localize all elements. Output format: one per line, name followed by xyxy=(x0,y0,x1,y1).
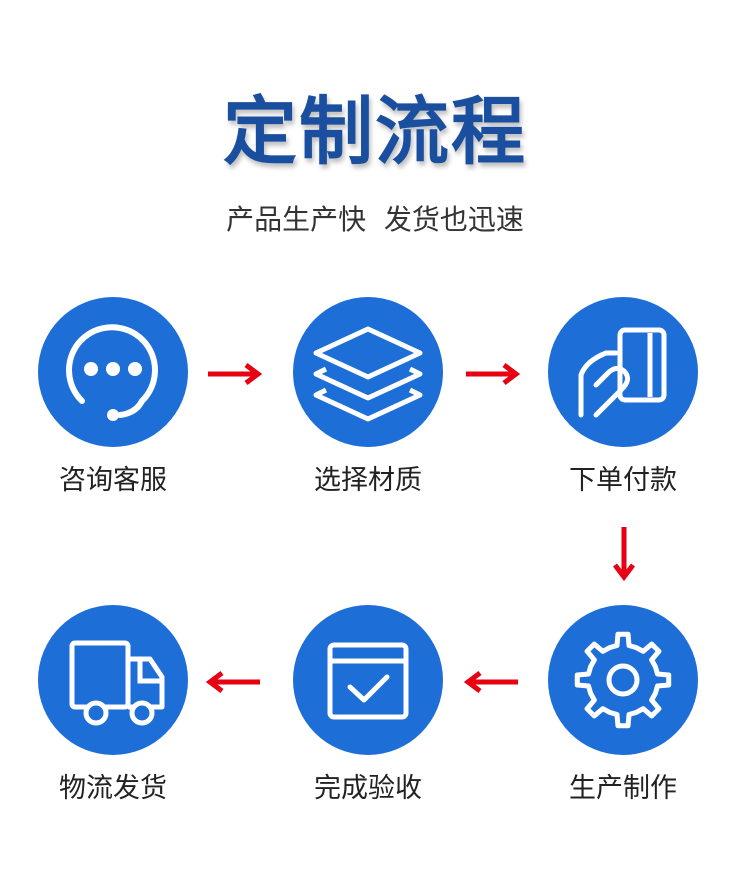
step-circle xyxy=(38,297,188,447)
card-payment-icon xyxy=(578,327,667,418)
gear-icon xyxy=(574,631,672,729)
step-label: 下单付款 xyxy=(569,465,677,496)
step-label: 选择材质 xyxy=(314,465,422,496)
page-subtitle: 产品生产快 发货也迅速 xyxy=(226,203,524,236)
arrow-down xyxy=(613,527,635,581)
step-label: 完成验收 xyxy=(314,773,422,804)
step-label: 咨询客服 xyxy=(59,465,167,496)
step-circle xyxy=(293,297,443,447)
step-label: 生产制作 xyxy=(569,773,677,804)
arrow-left-1 xyxy=(464,671,518,693)
step-circle xyxy=(293,605,443,755)
step-circle xyxy=(38,605,188,755)
delivery-truck-icon xyxy=(69,640,165,726)
page-title: 定制流程 xyxy=(223,89,527,175)
customer-service-icon xyxy=(66,324,158,421)
step-circle xyxy=(548,605,698,755)
arrow-left-2 xyxy=(206,671,260,693)
step-label: 物流发货 xyxy=(59,773,167,804)
arrow-right-1 xyxy=(208,363,262,385)
layers-icon xyxy=(313,326,423,422)
checkbox-window-icon xyxy=(327,642,409,720)
step-circle xyxy=(548,297,698,447)
arrow-right-2 xyxy=(466,363,520,385)
